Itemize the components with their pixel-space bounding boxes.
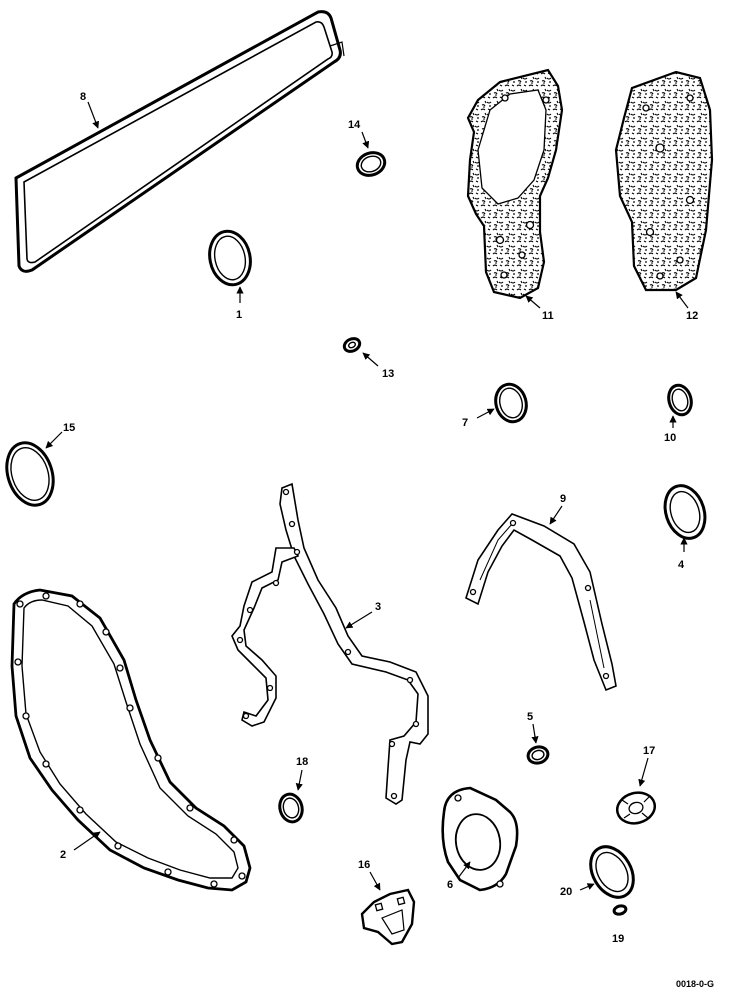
part-1-oil-seal <box>208 229 252 287</box>
part-18-o-ring <box>278 792 304 824</box>
leader-9 <box>549 505 563 525</box>
callout-8: 8 <box>80 91 86 103</box>
part-14-seal-ring <box>355 151 387 177</box>
callout-14: 14 <box>348 119 361 131</box>
leader-11 <box>525 295 541 309</box>
callout-11: 11 <box>542 310 554 322</box>
leader-15 <box>45 431 63 449</box>
part-4-seal <box>663 484 707 540</box>
callout-19: 19 <box>612 933 624 945</box>
leader-13 <box>362 352 379 367</box>
callout-2: 2 <box>60 849 66 861</box>
callout-18: 18 <box>296 756 308 768</box>
part-3-front-cover-gasket <box>231 482 429 805</box>
part-13-washer <box>342 337 362 353</box>
callout-12: 12 <box>686 310 698 322</box>
part-16-small-plate-gasket <box>360 888 416 946</box>
leader-12 <box>675 291 689 309</box>
leader-6 <box>457 861 471 879</box>
part-5-small-seal <box>526 745 550 765</box>
callout-7: 7 <box>462 417 468 429</box>
callout-10: 10 <box>664 432 676 444</box>
figure-code: 0018-0-G <box>676 979 714 989</box>
leader-16 <box>369 871 381 891</box>
leader-5 <box>531 723 539 744</box>
part-17-slotted-washer <box>615 791 657 825</box>
part-8-rocker-cover-gasket <box>14 10 345 273</box>
callout-3: 3 <box>375 601 381 613</box>
leader-2 <box>73 831 101 851</box>
callout-5: 5 <box>527 711 533 723</box>
leader-18 <box>295 769 303 791</box>
part-7-o-ring <box>494 382 528 424</box>
leader-14 <box>361 131 370 149</box>
part-20-seal <box>589 845 635 899</box>
leader-20 <box>579 883 595 891</box>
part-2-gear-housing-gasket <box>10 588 252 892</box>
leader-3 <box>345 611 373 629</box>
callout-1: 1 <box>236 309 242 321</box>
callout-15: 15 <box>63 422 75 434</box>
callout-20: 20 <box>560 886 572 898</box>
part-9-arch-gasket <box>465 513 617 692</box>
callout-9: 9 <box>560 493 566 505</box>
leader-8 <box>87 101 100 129</box>
part-15-large-o-ring <box>5 441 55 507</box>
part-11-housing-gasket <box>466 68 564 300</box>
part-19-tiny-o-ring <box>612 904 628 916</box>
part-12-plate-gasket <box>614 70 714 292</box>
part-10-o-ring <box>667 383 693 417</box>
callout-4: 4 <box>678 559 685 571</box>
callout-6: 6 <box>447 879 453 891</box>
leader-7 <box>476 408 495 419</box>
part-6-flange-gasket <box>441 786 519 892</box>
callout-17: 17 <box>643 745 655 757</box>
leader-17 <box>638 757 649 787</box>
callout-13: 13 <box>382 368 394 380</box>
callout-16: 16 <box>358 859 370 871</box>
